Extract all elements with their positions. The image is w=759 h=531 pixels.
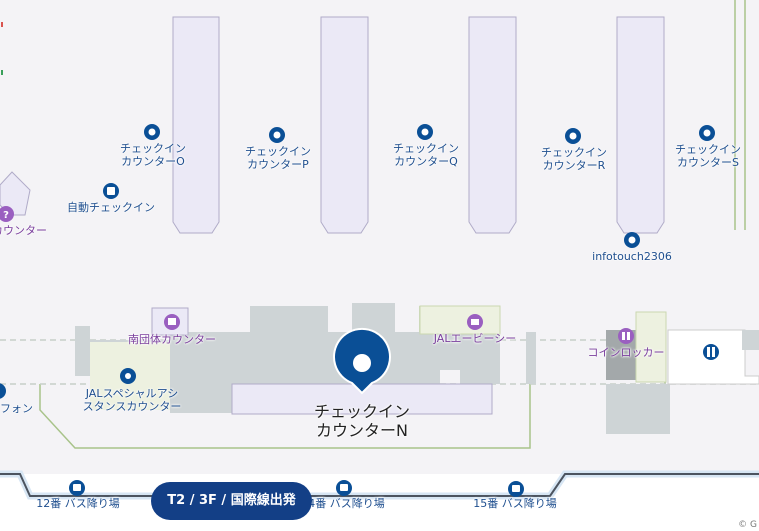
- counter-islands: [172, 16, 665, 234]
- central-building: [75, 303, 536, 415]
- left-building: [0, 171, 31, 216]
- label-info-counter: カウンター: [0, 224, 47, 237]
- label-group-counter: 南団体カウンター: [128, 333, 216, 346]
- auto-checkin-icon: [103, 183, 119, 199]
- checkin-p-icon: [269, 127, 285, 143]
- infotouch-icon: [624, 232, 640, 248]
- label-jal-ap: JALエービーシー: [433, 332, 517, 345]
- counter-island-o: [172, 16, 220, 234]
- label-checkin-counter-p: チェックイン カウンターP: [245, 145, 311, 171]
- label-bus-12: 12番 バス降り場: [36, 497, 120, 510]
- counter-island-p: [320, 16, 369, 234]
- selected-pin-icon[interactable]: [333, 327, 391, 395]
- checkin-r-icon: [565, 128, 581, 144]
- label-auto-checkin: 自動チェックイン: [67, 201, 155, 214]
- label-checkin-counter-o: チェックイン カウンターO: [120, 142, 186, 168]
- floor-selector-button[interactable]: T2 / 3F / 国際線出発: [151, 482, 312, 520]
- assistance-icon: [120, 368, 136, 384]
- label-coin-locker: コインロッカー: [587, 346, 665, 359]
- phone-icon: [0, 383, 6, 399]
- poi-icons[interactable]: ?: [0, 124, 719, 497]
- info-question-icon: ?: [0, 206, 14, 222]
- label-jal-assistance: JALスペシャルアシ スタンスカウンター: [82, 387, 182, 413]
- checkin-q-icon: [417, 124, 433, 140]
- label-checkin-counter-r: チェックイン カウンターR: [541, 146, 607, 172]
- label-selected-counter-n: チェックイン カウンターN: [313, 402, 410, 440]
- label-infotouch: infotouch2306: [592, 250, 672, 263]
- label-bus-15: 15番 バス降り場: [473, 497, 557, 510]
- jal-ap-icon: [467, 314, 483, 330]
- label-checkin-counter-s: チェックイン カウンターS: [675, 143, 741, 169]
- counter-island-r: [616, 16, 665, 234]
- bus-12-icon: [69, 480, 85, 496]
- label-bus-14: 14番 バス降り場: [301, 497, 385, 510]
- map-attribution: © G: [738, 520, 757, 530]
- checkin-o-icon: [144, 124, 160, 140]
- counter-island-q: [468, 16, 517, 234]
- checkin-s-icon: [699, 125, 715, 141]
- svg-text:?: ?: [3, 210, 9, 221]
- locker-elevator-icon: [703, 344, 719, 360]
- label-checkin-counter-q: チェックイン カウンターQ: [393, 142, 459, 168]
- bus-14-icon: [336, 480, 352, 496]
- label-phone: フォン: [0, 402, 33, 415]
- coin-locker-icon: [618, 328, 634, 344]
- group-counter-icon: [164, 314, 180, 330]
- bus-15-icon: [508, 481, 524, 497]
